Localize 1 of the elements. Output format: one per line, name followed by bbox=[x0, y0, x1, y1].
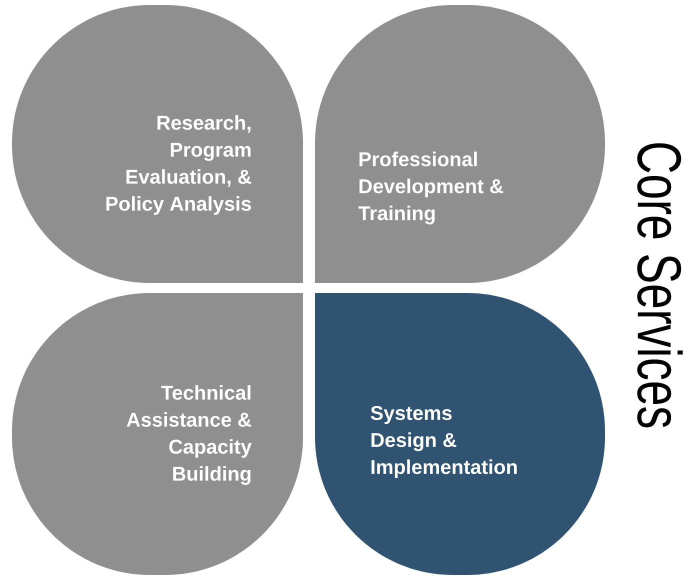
title: Core Services bbox=[637, 143, 683, 428]
